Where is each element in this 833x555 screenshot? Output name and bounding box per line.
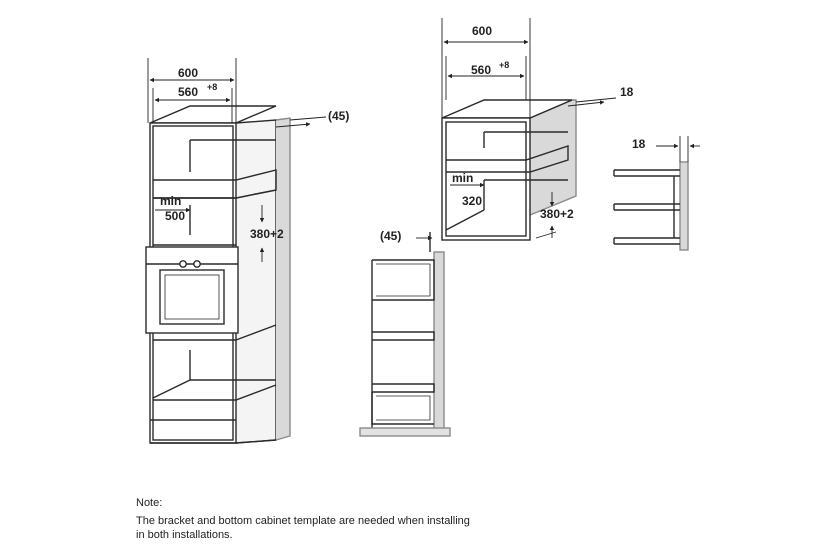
- dim-500: 500: [165, 209, 185, 223]
- dim-600-right: 600: [472, 24, 492, 38]
- dim-plus8-right: +8: [499, 60, 509, 70]
- bracket-detail-drawing: [613, 161, 689, 251]
- tall-cabinet-drawing: [145, 105, 291, 444]
- wall-cabinet-dimensions: [441, 18, 617, 239]
- wall-cabinet-labels: 600 560 +8 18 min 320 380+2: [452, 24, 634, 221]
- note-title: Note:: [136, 497, 163, 509]
- dim-min-left: min: [160, 194, 181, 208]
- note-line-2: in both installations.: [136, 529, 233, 541]
- dim-560-left: 560: [178, 85, 198, 99]
- bracket-detail-dimension: [656, 136, 700, 162]
- dim-380-right: 380+2: [540, 207, 574, 221]
- dim-45-top: (45): [328, 109, 349, 123]
- side-section-drawing: [359, 232, 451, 437]
- dim-min-right: min: [452, 171, 473, 185]
- dim-600-left: 600: [178, 66, 198, 80]
- dim-380-left: 380+2: [250, 227, 284, 241]
- dim-plus8-left: +8: [207, 82, 217, 92]
- note-line-1: The bracket and bottom cabinet template …: [136, 515, 470, 527]
- dim-320: 320: [462, 194, 482, 208]
- tall-cabinet-dimensions: [147, 58, 327, 262]
- dim-560-right: 560: [471, 63, 491, 77]
- dim-18-top: 18: [620, 85, 634, 99]
- dim-45-side: (45): [380, 229, 401, 243]
- tall-cabinet-labels: 600 560 +8 (45) min 500 380+2: [160, 66, 349, 241]
- wall-cabinet-drawing: [441, 99, 577, 241]
- dim-18-bracket: 18: [632, 137, 646, 151]
